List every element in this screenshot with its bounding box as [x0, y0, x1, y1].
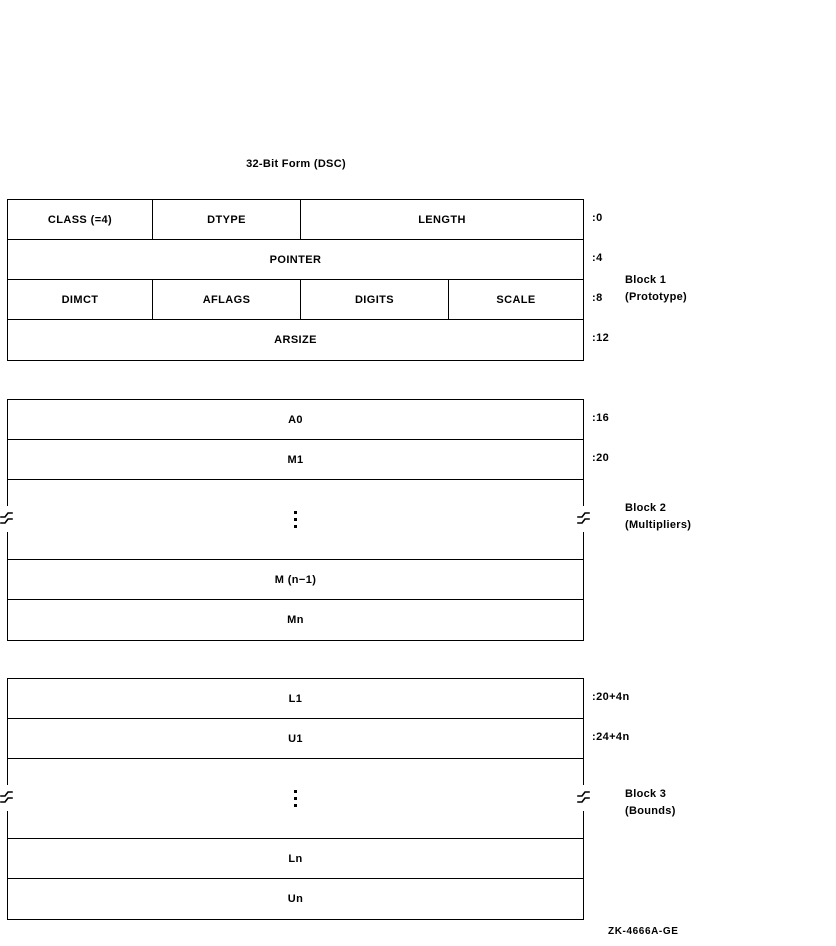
table-row: Un — [8, 879, 583, 919]
table-row: Mn — [8, 600, 583, 640]
table-row: M (n−1) — [8, 560, 583, 600]
offset-label-8: :8 — [592, 292, 603, 304]
table-row-continuation — [8, 759, 583, 839]
offset-label-20: :20 — [592, 452, 610, 464]
table-row: DIMCT AFLAGS DIGITS SCALE — [8, 280, 583, 320]
block-1-caption-line1: Block 1 — [625, 274, 667, 286]
table-row: M1 — [8, 440, 583, 480]
field-m1: M1 — [287, 453, 304, 466]
block-1-caption-line2: (Prototype) — [625, 291, 687, 303]
block-2-caption-line2: (Multipliers) — [625, 519, 692, 531]
table-row: A0 — [8, 400, 583, 440]
field-length: LENGTH — [418, 213, 466, 226]
field-scale: SCALE — [496, 293, 536, 306]
offset-label-12: :12 — [592, 332, 610, 344]
table-row: CLASS (=4) DTYPE LENGTH — [8, 200, 583, 240]
table-row: L1 — [8, 679, 583, 719]
field-aflags: AFLAGS — [153, 280, 301, 319]
table-row: U1 — [8, 719, 583, 759]
offset-label-0: :0 — [592, 212, 603, 224]
field-dtype: DTYPE — [153, 200, 301, 239]
block-3-caption: Block 3 (Bounds) — [625, 786, 676, 820]
field-arsize: ARSIZE — [274, 334, 317, 346]
offset-label-20-plus-4n: :20+4n — [592, 691, 630, 703]
field-ln: Ln — [288, 852, 303, 865]
diagram-title: 32-Bit Form (DSC) — [246, 158, 346, 170]
block-2-caption: Block 2 (Multipliers) — [625, 500, 691, 534]
field-l1: L1 — [288, 692, 303, 705]
block-1-prototype-table: CLASS (=4) DTYPE LENGTH POINTER DIMCT AF… — [7, 199, 584, 361]
block-3-bounds-table: L1 U1 Ln Un — [7, 678, 584, 920]
block-3-caption-line2: (Bounds) — [625, 805, 676, 817]
offset-label-24-plus-4n: :24+4n — [592, 731, 630, 743]
field-dimct: DIMCT — [8, 280, 153, 319]
block-2-caption-line1: Block 2 — [625, 502, 667, 514]
table-row-continuation — [8, 480, 583, 560]
table-row: POINTER — [8, 240, 583, 280]
table-row: ARSIZE — [8, 320, 583, 360]
table-row: Ln — [8, 839, 583, 879]
vertical-ellipsis-icon — [8, 480, 583, 559]
block-1-caption: Block 1 (Prototype) — [625, 272, 687, 306]
offset-label-4: :4 — [592, 252, 603, 264]
block-3-caption-line1: Block 3 — [625, 788, 667, 800]
vertical-ellipsis-icon — [8, 759, 583, 838]
field-m-n-minus-1: M (n−1) — [274, 573, 317, 586]
offset-label-16: :16 — [592, 412, 610, 424]
field-u1: U1 — [288, 732, 303, 745]
field-un: Un — [287, 893, 304, 905]
field-mn: Mn — [287, 614, 304, 626]
field-class: CLASS (=4) — [8, 200, 153, 239]
field-a0: A0 — [288, 413, 303, 426]
figure-id-label: ZK-4666A-GE — [608, 926, 679, 937]
field-pointer: POINTER — [269, 253, 322, 266]
block-2-multipliers-table: A0 M1 M (n−1) Mn — [7, 399, 584, 641]
field-digits: DIGITS — [301, 280, 449, 319]
